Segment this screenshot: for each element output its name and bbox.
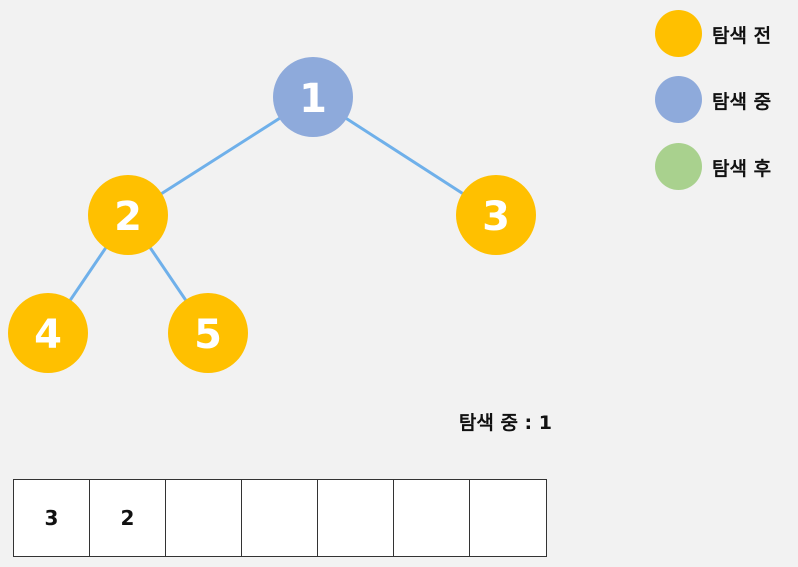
queue-cell xyxy=(242,480,318,556)
tree-node-label: 3 xyxy=(482,194,510,240)
legend-label: 탐색 중 xyxy=(712,91,772,113)
queue-cell xyxy=(318,480,394,556)
queue-array: 3 2 xyxy=(13,479,547,557)
queue-cell xyxy=(394,480,470,556)
tree-node-circle xyxy=(8,293,88,373)
tree-node-3[interactable]: 3 xyxy=(456,175,536,255)
legend-dot-icon xyxy=(655,76,702,123)
tree-node-label: 5 xyxy=(194,312,222,358)
legend-dot-icon xyxy=(655,10,702,57)
queue-cell: 2 xyxy=(90,480,166,556)
tree-node-1[interactable]: 1 xyxy=(273,57,353,137)
legend-label: 탐색 후 xyxy=(712,158,772,180)
tree-node-circle xyxy=(168,293,248,373)
tree-nodes: 1 2 3 4 5 xyxy=(8,57,536,373)
tree-node-circle xyxy=(88,175,168,255)
tree-node-4[interactable]: 4 xyxy=(8,293,88,373)
tree-node-2[interactable]: 2 xyxy=(88,175,168,255)
tree-node-label: 1 xyxy=(299,76,327,122)
tree-node-circle xyxy=(456,175,536,255)
legend-dot-icon xyxy=(655,143,702,190)
tree-node-label: 2 xyxy=(114,194,142,240)
tree-node-label: 4 xyxy=(34,312,62,358)
queue-cell xyxy=(470,480,546,556)
tree-node-circle xyxy=(273,57,353,137)
legend-item-after: 탐색 후 xyxy=(655,143,795,191)
search-status-text: 탐색 중 : 1 xyxy=(458,412,552,434)
queue-cell xyxy=(166,480,242,556)
queue-cell: 3 xyxy=(14,480,90,556)
legend-item-before: 탐색 전 xyxy=(655,10,795,58)
legend-label: 탐색 전 xyxy=(712,25,772,47)
legend-item-visiting: 탐색 중 xyxy=(655,76,795,124)
tree-node-5[interactable]: 5 xyxy=(168,293,248,373)
